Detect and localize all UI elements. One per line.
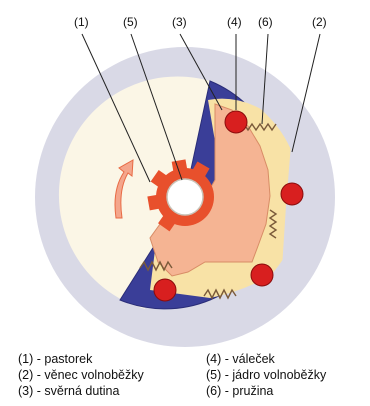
- callout-1: (1): [74, 15, 89, 29]
- callout-2: (2): [312, 15, 327, 29]
- shaft-hole: [167, 179, 203, 215]
- callout-5: (5): [123, 15, 138, 29]
- legend-item-2: (2) - věnec volnoběžky: [18, 368, 144, 382]
- roller: [251, 264, 273, 286]
- legend-item-6: (6) - pružina: [206, 384, 273, 398]
- callout-6: (6): [258, 15, 273, 29]
- legend-item-5: (5) - jádro volnoběžky: [206, 368, 326, 382]
- legend-item-3: (3) - svěrná dutina: [18, 384, 119, 398]
- roller: [281, 183, 303, 205]
- callout-4: (4): [227, 15, 242, 29]
- roller: [225, 111, 247, 133]
- callout-3: (3): [172, 15, 187, 29]
- legend-item-4: (4) - váleček: [206, 352, 275, 366]
- roller: [154, 279, 176, 301]
- legend-item-1: (1) - pastorek: [18, 352, 92, 366]
